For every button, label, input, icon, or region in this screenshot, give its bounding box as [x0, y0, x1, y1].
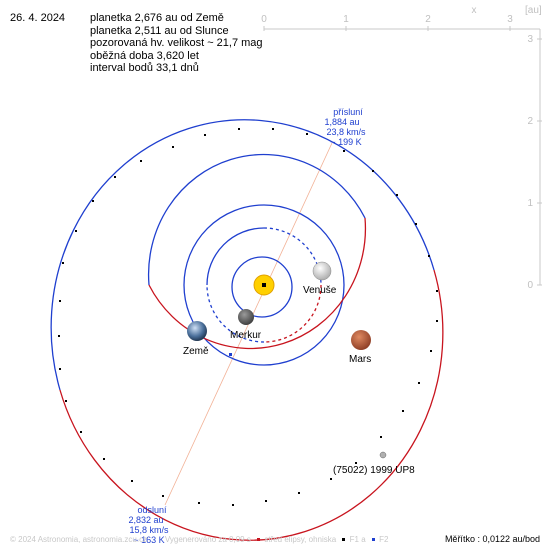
footer: © 2024 Astronomia, astronomia.zcu.cz Vyg…: [10, 535, 389, 544]
info-line-period: oběžná doba 3,620 let: [90, 49, 199, 62]
venus-orbit-solid: [206, 227, 265, 286]
mars-label: Mars: [349, 354, 371, 365]
venus-planet: [312, 261, 332, 281]
legend-f1-label: F1 a: [349, 535, 366, 544]
venus-orbit-dotted-left: [206, 284, 265, 343]
info-panel: planetka 2,676 au od Země planetka 2,511…: [90, 12, 263, 75]
y-axis-unit: [au]: [525, 5, 542, 16]
earth-label: Země: [183, 346, 209, 357]
scale-label: Měřítko : 0,0122 au/bod: [444, 534, 540, 544]
venus-label: Venuše: [303, 285, 337, 296]
focus-f2-marker: [229, 353, 232, 356]
legend-center-label: střed elipsy, ohniska: [264, 535, 337, 544]
mars-planet: [351, 330, 371, 350]
info-line-earth-distance: planetka 2,676 au od Země: [90, 12, 224, 24]
perihelion-box: přísluní 1,884 au 23,8 km/s ~ 199 K: [324, 107, 366, 147]
aphelion-distance: 2,832 au: [128, 515, 163, 525]
sun: [253, 274, 275, 296]
x-tick-label: 2: [425, 14, 431, 25]
mercury-label: Merkur: [230, 330, 262, 341]
venus-orbit-solid-red: [263, 284, 322, 343]
aphelion-temp: ~ 163 K: [133, 535, 164, 545]
axis-frame: [263, 26, 542, 286]
mars-orbit-red: [148, 217, 367, 350]
x-tick-label: 1: [343, 14, 349, 25]
x-tick-label: 0: [261, 14, 267, 25]
footer-copyright: © 2024 Astronomia, astronomia.zcu.cz: [10, 535, 148, 544]
asteroid-label: (75022) 1999 UP8: [333, 465, 415, 476]
asteroid-orbit-red: [59, 269, 444, 541]
perihelion-distance: 1,884 au: [324, 117, 359, 127]
x-tick-label: 3: [507, 14, 513, 25]
asteroid-orbit-blue: [50, 119, 435, 391]
footer-generated: Vygenerováno za 0,09 s: [164, 535, 251, 544]
y-tick-label: 2: [527, 116, 533, 127]
earth-orbit: [183, 204, 345, 366]
perihelion-title: přísluní: [333, 107, 363, 117]
mercury-planet: [238, 309, 254, 325]
venus-orbit-dotted: [263, 227, 322, 286]
legend-f2-dot-icon: [371, 538, 375, 541]
asteroid-orbit-points: [58, 128, 438, 506]
perihelion-temp: ~ 199 K: [330, 137, 361, 147]
earth-planet: [187, 321, 207, 341]
perihelion-speed: 23,8 km/s: [326, 127, 366, 137]
aphelion-speed: 15,8 km/s: [129, 525, 169, 535]
date-label: 26. 4. 2024: [10, 12, 66, 24]
mars-orbit-blue: [147, 153, 366, 286]
aphelion-title: odsluní: [137, 505, 167, 515]
y-tick-label: 0: [527, 280, 533, 291]
legend-f1-dot-icon: [342, 538, 346, 541]
mercury-orbit: [231, 256, 293, 318]
info-line-magnitude: pozorovaná hv. velikost ~ 21,7 mag: [90, 37, 263, 49]
legend-f2-label: F2: [379, 535, 389, 544]
y-tick-label: 1: [527, 198, 533, 209]
asteroid-marker: [379, 451, 387, 459]
info-line-sun-distance: planetka 2,511 au od Slunce: [90, 24, 229, 37]
legend-center-dot-icon: [257, 538, 261, 541]
y-tick-label: 3: [527, 34, 533, 45]
axis-labels: 0 1 2 3 x [au] 3 2 1 0: [261, 5, 542, 291]
info-line-interval: interval bodů 33,1 dnů: [90, 62, 199, 74]
aphelion-box: odsluní 2,832 au 15,8 km/s ~ 163 K: [128, 505, 169, 545]
x-axis-unit: x: [472, 5, 477, 16]
